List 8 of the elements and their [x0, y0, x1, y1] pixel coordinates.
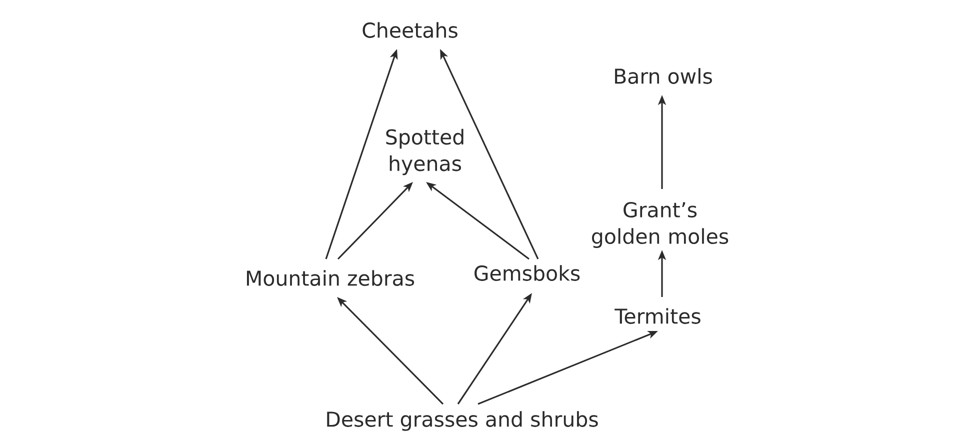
organism-label: Termites: [614, 308, 700, 324]
organism-label: Barn owls: [615, 68, 712, 84]
organism-label: Desert grasses and shrubs: [327, 411, 598, 431]
organism-label: Spotted hyenas: [386, 128, 464, 176]
organism-label: Mountain zebras: [246, 270, 414, 286]
organism-label: Cheetahs: [362, 22, 458, 38]
organism-label: Gemsboks: [474, 265, 580, 281]
organism-label: Grant’s golden moles: [592, 202, 728, 248]
